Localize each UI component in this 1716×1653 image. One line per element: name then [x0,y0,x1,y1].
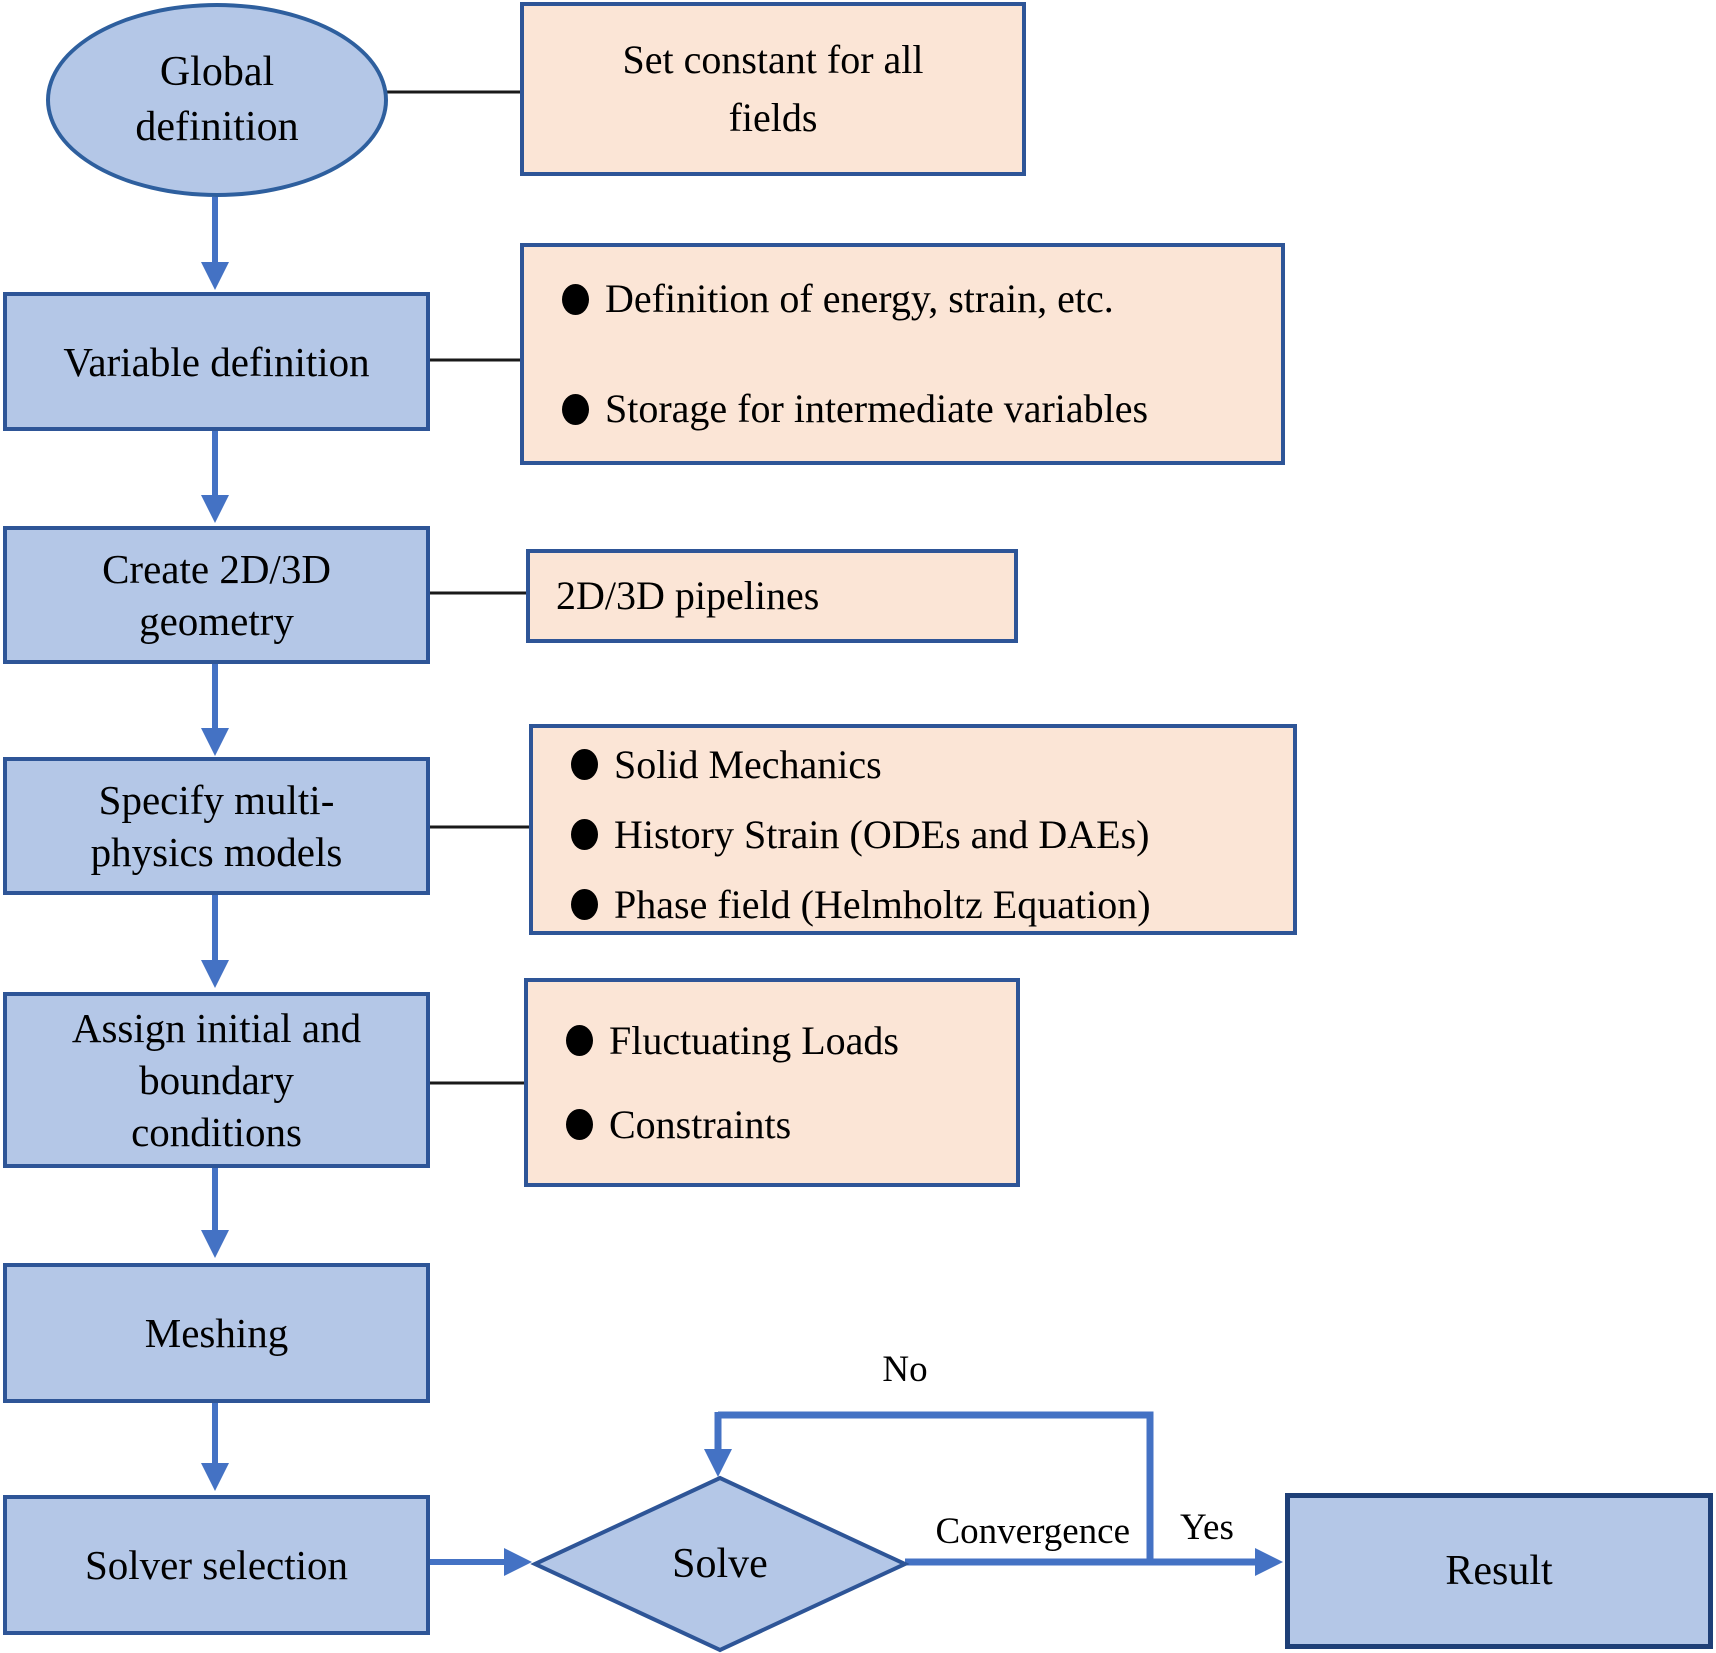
node-label: definition [135,104,299,150]
decision-diamond-solve [530,1475,910,1653]
node-specify-multiphysics: Specify multi- physics models [3,757,430,895]
list-item: Storage for intermediate variables [524,387,1281,431]
node-label: Global [159,49,275,95]
note-text: History Strain (ODEs and DAEs) [614,811,1150,857]
node-label: Solver selection [84,1542,349,1588]
node-meshing: Meshing [3,1263,430,1403]
list-item: Phase field (Helmholtz Equation) [533,881,1293,927]
node-solve: Solve [535,1478,905,1650]
node-label: Assign initial and [71,1005,362,1051]
node-variable-definition: Variable definition [3,292,430,431]
list-item: Constraints [528,1101,1016,1147]
bullet-icon [571,889,598,920]
node-label: Variable definition [63,338,370,385]
node-assign-conditions: Assign initial and boundary conditions [3,992,430,1168]
node-global-definition: Global definition [46,3,388,197]
node-label: physics models [90,829,343,875]
note-text: Phase field (Helmholtz Equation) [614,881,1151,927]
note-text: Definition of energy, strain, etc. [605,276,1114,321]
list-item: History Strain (ODEs and DAEs) [533,811,1293,857]
note-variable-details: Definition of energy, strain, etc. Stora… [520,243,1285,465]
note-text: Solid Mechanics [614,741,882,787]
no-loop-line [718,1411,1154,1562]
note-text: fields [728,95,818,140]
note-text: Storage for intermediate variables [605,386,1149,431]
node-label: boundary [139,1057,294,1103]
bullet-icon [571,749,598,780]
node-label: conditions [131,1109,302,1155]
bullet-icon [562,393,589,425]
note-multiphysics-models: Solid Mechanics History Strain (ODEs and… [529,724,1297,935]
bullet-icon [562,283,589,315]
node-label: Solve [672,1541,768,1587]
list-item: Definition of energy, strain, etc. [524,277,1281,321]
edge-label-no: No [882,1349,928,1390]
node-label: Meshing [144,1310,289,1356]
bullet-icon [566,1109,593,1140]
bullet-icon [571,819,598,850]
note-text: 2D/3D pipelines [556,573,820,618]
node-label: Result [1445,1548,1553,1594]
note-text: Constraints [609,1101,792,1147]
list-item: Fluctuating Loads [528,1017,1016,1063]
edge-label-yes: Yes [1180,1507,1234,1548]
note-text: Set constant for all [622,37,924,82]
node-solver-selection: Solver selection [3,1495,430,1635]
note-text: Fluctuating Loads [609,1017,899,1063]
note-set-constant: Set constant for all fields [520,2,1026,176]
node-label: Specify multi- [98,777,335,823]
note-pipelines: 2D/3D pipelines [526,549,1018,643]
node-result: Result [1285,1493,1713,1649]
node-label: Create 2D/3D [102,546,331,592]
bullet-icon [566,1025,593,1056]
note-boundary-conditions: Fluctuating Loads Constraints [524,978,1020,1187]
edge-label-convergence: Convergence [935,1511,1130,1552]
node-create-geometry: Create 2D/3D geometry [3,526,430,664]
list-item: Solid Mechanics [533,741,1293,787]
node-label: geometry [139,598,294,644]
